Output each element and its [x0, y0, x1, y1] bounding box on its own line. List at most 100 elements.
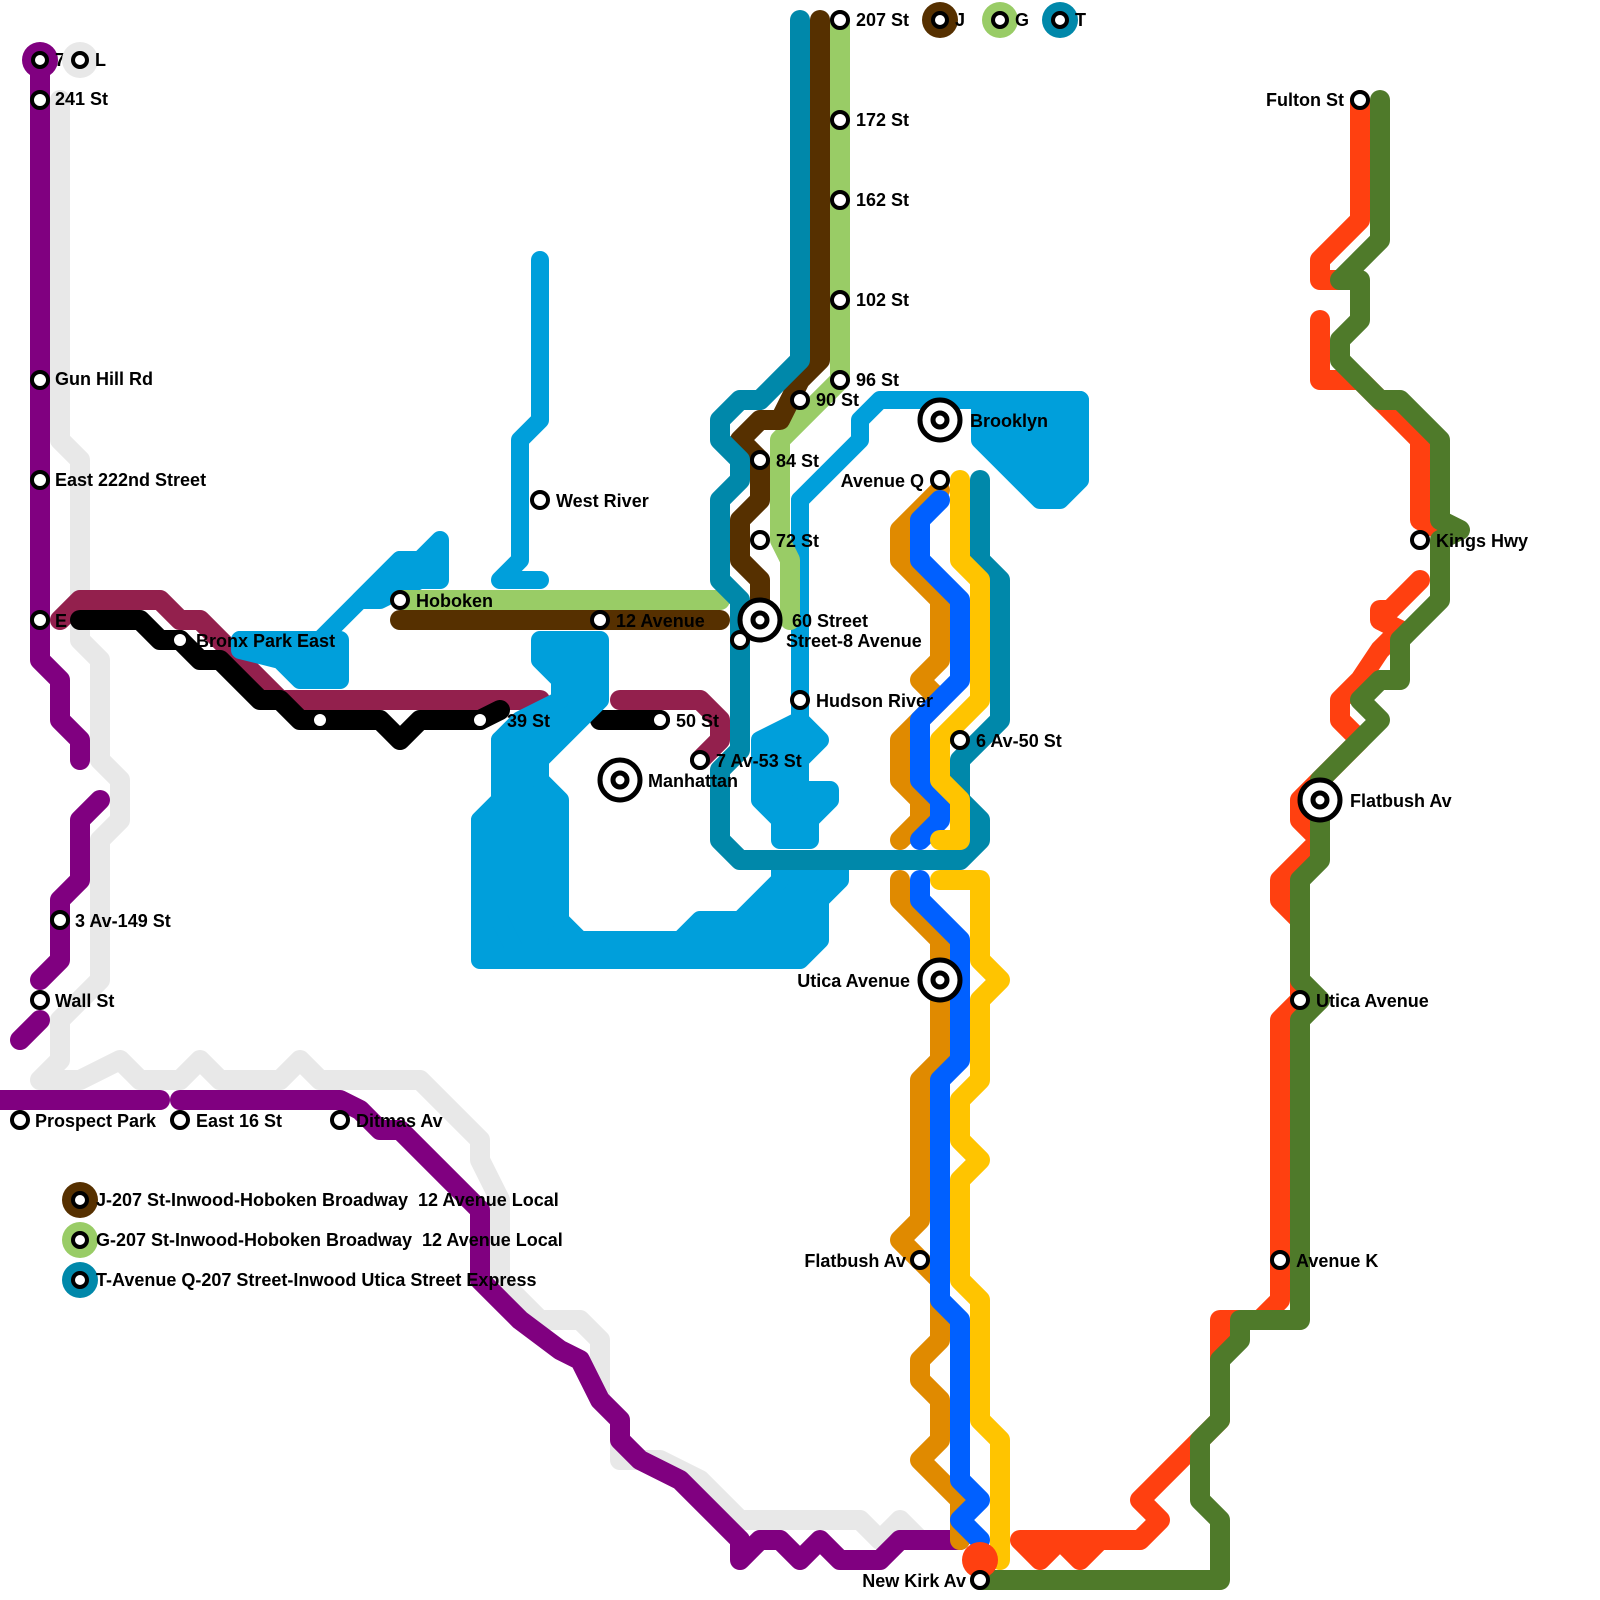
station-84-st[interactable]	[752, 452, 768, 468]
station-e[interactable]	[32, 612, 48, 628]
label-flatbush-av-right: Flatbush Av	[1350, 791, 1452, 811]
label-avenue-k: Avenue K	[1296, 1251, 1378, 1271]
label-162-st: 162 St	[856, 190, 909, 210]
label-50-st: 50 St	[676, 711, 719, 731]
route-badge-l-label: L	[95, 50, 106, 70]
station-241-st[interactable]	[32, 92, 48, 108]
label-102-st: 102 St	[856, 290, 909, 310]
label-west-river: West River	[556, 491, 649, 511]
label-gun-hill-rd: Gun Hill Rd	[55, 369, 153, 389]
station-bronx-park-east[interactable]	[172, 632, 188, 648]
station-fulton-st[interactable]	[1352, 92, 1368, 108]
label-ditmas-av: Ditmas Av	[356, 1111, 443, 1131]
label-utica-avenue-mid: Utica Avenue	[797, 971, 910, 991]
station-prospect-park[interactable]	[12, 1112, 28, 1128]
station-hoboken[interactable]	[392, 592, 408, 608]
legend: J-207 St-Inwood-Hoboken Broadway 12 Aven…	[62, 1182, 563, 1298]
label-hoboken: Hoboken	[416, 591, 493, 611]
sky-blue-blob-hudson	[760, 720, 830, 840]
label-bronx-park-east: Bronx Park East	[196, 631, 335, 651]
interchange-manhattan-inner	[613, 773, 627, 787]
route-badge-t-dot	[1053, 13, 1067, 27]
label-90-st: 90 St	[816, 390, 859, 410]
route-j-line	[400, 20, 820, 620]
legend-g-dot	[73, 1233, 87, 1247]
route-7-path-stub	[20, 1020, 40, 1040]
label-96-st: 96 St	[856, 370, 899, 390]
interchange-60-street-inner	[753, 613, 767, 627]
station-gun-hill-rd[interactable]	[32, 372, 48, 388]
station-flatbush-av-mid[interactable]	[912, 1252, 928, 1268]
interchange-brooklyn[interactable]	[920, 400, 960, 440]
route-badge-j-dot	[933, 13, 947, 27]
station-west-river[interactable]	[532, 492, 548, 508]
route-badge-j-label: J	[955, 10, 965, 30]
interchange-flatbush-av-right[interactable]	[1300, 780, 1340, 820]
station-ditmas-av[interactable]	[332, 1112, 348, 1128]
label-84-st: 84 St	[776, 451, 819, 471]
station-hudson-river[interactable]	[792, 692, 808, 708]
station-90-st[interactable]	[792, 392, 808, 408]
label-east-16-st: East 16 St	[196, 1111, 282, 1131]
route-badge-g-dot	[993, 13, 1007, 27]
route-badge-7-dot	[33, 53, 47, 67]
route-olive-path	[980, 100, 1460, 1580]
label-utica-avenue-right: Utica Avenue	[1316, 991, 1429, 1011]
interchange-60-street[interactable]	[740, 600, 780, 640]
legend-t-dot	[73, 1273, 87, 1287]
label-prospect-park: Prospect Park	[35, 1111, 157, 1131]
station-6-av-50[interactable]	[952, 732, 968, 748]
legend-g-text: G-207 St-Inwood-Hoboken Broadway 12 Aven…	[96, 1230, 563, 1250]
station-east-222nd[interactable]	[32, 472, 48, 488]
route-badge-t-label: T	[1075, 10, 1086, 30]
station-east-16-st[interactable]	[172, 1112, 188, 1128]
route-g-line	[400, 20, 840, 620]
station-avenue-q[interactable]	[932, 472, 948, 488]
legend-j-dot	[73, 1193, 87, 1207]
interchange-manhattan[interactable]	[600, 760, 640, 800]
station-96-st[interactable]	[832, 372, 848, 388]
station-162-st[interactable]	[832, 192, 848, 208]
label-6-av-50: 6 Av-50 St	[976, 731, 1062, 751]
station-72-st[interactable]	[752, 532, 768, 548]
interchange-utica-avenue-mid[interactable]	[920, 960, 960, 1000]
label-72-st: 72 St	[776, 531, 819, 551]
station-207-st[interactable]	[832, 12, 848, 28]
station-avenue-k[interactable]	[1272, 1252, 1288, 1268]
label-wall-st: Wall St	[55, 991, 114, 1011]
station-utica-avenue-right[interactable]	[1292, 992, 1308, 1008]
route-olive-green-line	[980, 100, 1460, 1580]
label-flatbush-av-mid: Flatbush Av	[804, 1251, 906, 1271]
label-manhattan: Manhattan	[648, 771, 738, 791]
label-brooklyn: Brooklyn	[970, 411, 1048, 431]
label-12-avenue: 12 Avenue	[616, 611, 705, 631]
label-e: E	[55, 611, 67, 631]
label-172-st: 172 St	[856, 110, 909, 130]
label-hudson-river: Hudson River	[816, 691, 933, 711]
station-7-av-53[interactable]	[692, 752, 708, 768]
station-172-st[interactable]	[832, 112, 848, 128]
legend-j-text: J-207 St-Inwood-Hoboken Broadway 12 Aven…	[96, 1190, 559, 1210]
label-39-st: 39 St	[507, 711, 550, 731]
station-3-av-149[interactable]	[52, 912, 68, 928]
station-new-kirk-av[interactable]	[972, 1572, 988, 1588]
label-avenue-q: Avenue Q	[841, 471, 924, 491]
sky-blue-trunk	[500, 260, 540, 580]
label-kings-hwy: Kings Hwy	[1436, 531, 1528, 551]
station-12-avenue[interactable]	[592, 612, 608, 628]
label-east-222nd: East 222nd Street	[55, 470, 206, 490]
interchange-utica-avenue-mid-inner	[933, 973, 947, 987]
station-kings-hwy[interactable]	[1412, 532, 1428, 548]
label-7-av-53: 7 Av-53 St	[716, 751, 802, 771]
legend-item-t: T-Avenue Q-207 Street-Inwood Utica Stree…	[62, 1262, 536, 1298]
label-241-st: 241 St	[55, 89, 108, 109]
station-39-st[interactable]	[472, 712, 488, 728]
station-unnamed-black-1[interactable]	[312, 712, 328, 728]
station-50-st[interactable]	[652, 712, 668, 728]
station-wall-st[interactable]	[32, 992, 48, 1008]
interchange-flatbush-av-right-inner	[1313, 793, 1327, 807]
station-102-st[interactable]	[832, 292, 848, 308]
interchange-brooklyn-inner	[933, 413, 947, 427]
route-badge-t: T	[1042, 2, 1086, 38]
